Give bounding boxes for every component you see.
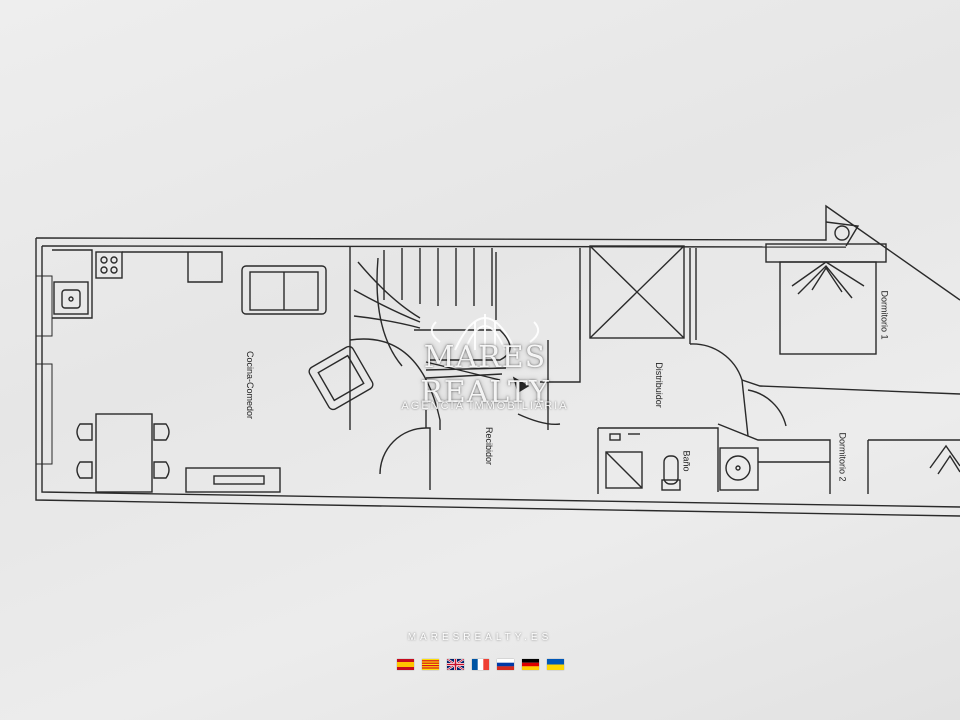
sofa <box>241 265 327 315</box>
room-label-dormitorio-2: Dormitorio 2 <box>837 432 848 482</box>
room-label-recibidor: Recibidor <box>484 426 495 466</box>
wardrobe-dormitorio-2 <box>867 439 960 494</box>
room-label-distribuidor: Distribuidor <box>653 362 664 408</box>
room-label-dormitorio-1: Dormitorio 1 <box>879 290 890 340</box>
armchair <box>308 345 374 411</box>
room-label-bano: Baño <box>681 450 692 472</box>
distributor-doors <box>689 248 960 437</box>
outer-walls <box>35 204 960 517</box>
bathroom <box>597 423 831 494</box>
uk-flag-icon[interactable] <box>446 659 464 670</box>
kitchen-counter <box>52 249 223 319</box>
ukrainian-flag-icon[interactable] <box>546 659 564 670</box>
bed-dormitorio-1 <box>765 221 887 355</box>
spanish-flag-icon[interactable] <box>396 659 414 670</box>
german-flag-icon[interactable] <box>521 659 539 670</box>
french-flag-icon[interactable] <box>471 659 489 670</box>
footer: MARESREALTY.ES <box>0 632 960 670</box>
room-label-cocina-comedor: Cocina-Comedor <box>245 350 256 420</box>
catalan-flag-icon[interactable] <box>421 659 439 670</box>
entrance-door <box>379 340 561 490</box>
language-selector <box>0 659 960 670</box>
tv-unit <box>185 467 281 493</box>
dining-table <box>76 413 170 493</box>
website-link[interactable]: MARESREALTY.ES <box>407 632 553 643</box>
service-shaft <box>579 245 691 344</box>
russian-flag-icon[interactable] <box>496 659 514 670</box>
staircase <box>349 246 581 430</box>
